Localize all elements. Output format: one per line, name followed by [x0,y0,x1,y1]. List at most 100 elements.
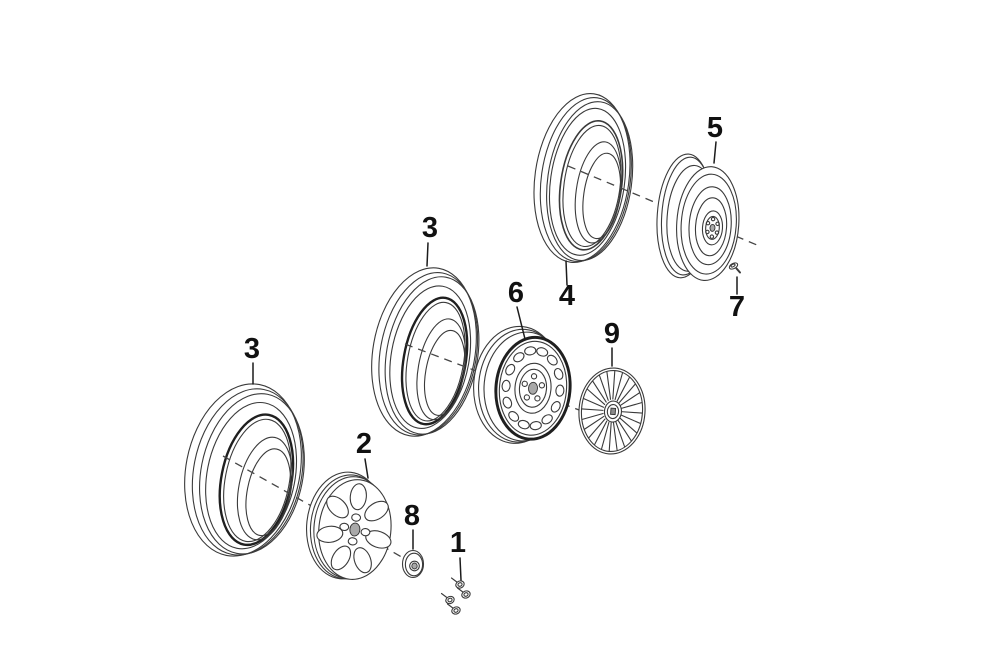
callout-label-3: 3 [422,212,438,244]
valve-illustration [728,262,741,274]
tire-tread-line [384,276,480,435]
vent-hole [541,414,553,425]
lug-hole [347,537,358,546]
valve-head-line [730,263,736,268]
axis-dashed-line [404,343,588,414]
vent-hole [553,367,564,380]
tire-illustration [371,267,480,437]
wheel-nut [446,603,461,615]
nut-facet [453,608,459,613]
hub-center-bore [349,522,361,537]
vent-hole [502,396,513,409]
tire-tread-line [539,97,632,263]
cover-spokes [581,370,643,452]
tire-bead-inner-line [562,124,622,248]
callout-label-2: 2 [356,428,372,460]
lug-hole [715,221,720,227]
callout-leader [565,260,568,286]
lug-hole [534,395,541,402]
nut-body [461,590,471,599]
spoke-window [326,495,349,519]
spoke-window [349,483,367,511]
spoke-window [353,547,372,574]
nut-stud-line [446,603,455,610]
lug-hole [710,216,716,222]
tire-tread-line [378,272,479,436]
callout-label-4: 4 [559,280,575,312]
wheel-hub-ring [705,215,720,240]
callout-leader [516,306,526,340]
wheel-nut [440,592,455,605]
hub-center-bore [528,381,538,395]
wheel-dish-ring [688,186,732,266]
hub-center-bore [709,223,716,232]
vent-hole [555,384,565,397]
nut-body [445,595,455,605]
nut-body [451,606,461,615]
vent-hole [517,419,530,430]
alloy-wheel-illustration [305,471,392,580]
nut-facet [447,597,453,603]
lug-hole [705,220,711,226]
wheel-face-ring [680,173,737,275]
wheel-face-ring [498,340,568,436]
wheel-face-outline [676,166,740,282]
lug-hole [521,380,528,387]
cap-emblem [411,562,418,570]
spoke-window [316,525,344,543]
tire-inner-wall-line [423,329,466,416]
spare-tire-illustration [533,93,634,263]
wheel-nut [456,587,471,599]
tire-tread-line [546,101,634,262]
lug-hole [538,382,546,389]
vent-hole [529,421,542,431]
wheel-nut [450,577,465,589]
lug-hole [339,522,350,532]
cap-rim-line [404,552,424,577]
lug-hole [360,527,371,537]
center-cap-illustration [401,549,425,579]
vent-hole [550,401,561,413]
lug-hole [709,234,715,239]
callout-label-9: 9 [604,318,620,350]
nut-stud-line [450,577,459,584]
nut-stud-line [440,592,449,599]
wheel-hub-ring [701,210,724,246]
vent-hole [501,379,511,393]
tire-bead-inner-line [223,418,292,543]
tire-tread-line [198,393,305,555]
vent-hole [536,347,549,357]
lug-hole [530,373,538,380]
wheel-dish-ring [694,197,728,257]
tire-inner-wall-line [245,448,292,537]
steel-wheel-illustration [473,325,572,444]
lug-hole [351,513,362,522]
nut-facet [463,592,469,597]
vent-hole [508,410,520,422]
vent-hole [524,346,537,356]
tire-sidewall-line [548,107,627,256]
nut-stud-line [456,587,465,594]
callout-label-7: 7 [729,291,745,323]
vent-hole [505,363,516,376]
cover-center-emblem [610,407,617,416]
callout-label-3b: 3 [244,333,260,365]
tire-tread-line [191,388,304,556]
callout-leader [459,557,462,581]
callout-label-5: 5 [707,112,723,144]
tire-illustration [184,383,305,557]
vent-hole [513,352,525,363]
lug-hole [523,394,531,401]
nut-facet [457,582,463,587]
vent-hole [546,354,558,366]
callout-label-6: 6 [508,277,524,309]
tire-sidewall-line [389,285,472,429]
tire-sidewall-line [205,401,298,550]
spoke-window [364,500,389,522]
cap-inner-circle [409,560,420,572]
callout-leader [713,141,717,164]
lug-hole [714,230,720,235]
cover-hub-ring [606,404,620,420]
tire-inner-wall-line [582,152,622,240]
